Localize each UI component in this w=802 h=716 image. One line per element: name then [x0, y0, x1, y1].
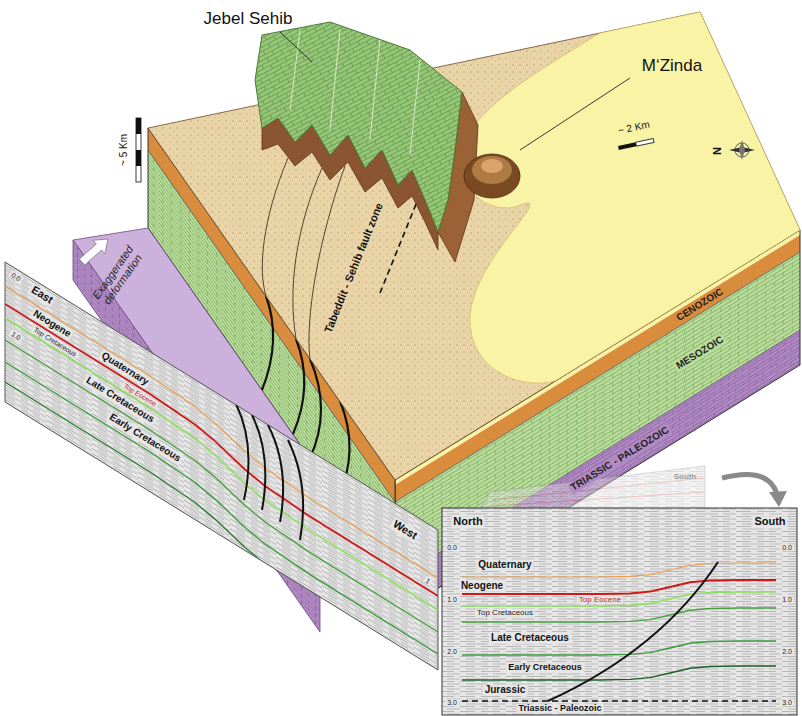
seismic-section-ew [5, 262, 438, 670]
fault-arc [310, 359, 321, 458]
horizon-label: Early Cretaceous [506, 663, 584, 672]
seismic-section-ew [5, 286, 438, 674]
direction-label: North [451, 516, 484, 528]
axis-tick: 0.0 [445, 544, 459, 551]
axis-tick: 0.0 [8, 270, 24, 283]
scale-bar [136, 118, 141, 182]
place-name: Jebel Sehib [204, 10, 293, 28]
north-label: N [712, 147, 724, 155]
top-surface [148, 12, 800, 480]
mountain [290, 30, 420, 155]
seismic-section-ns [548, 562, 718, 701]
seismic-section-ns [442, 508, 797, 715]
fault-arc [293, 339, 304, 434]
dome [481, 159, 503, 173]
dome [464, 154, 520, 198]
era-label: MESOZOIC [673, 333, 727, 372]
era-label: TRIASSIC - PALEOZOIC [567, 424, 672, 494]
seismic-section-ns [462, 592, 776, 606]
horizon-label: Triassic - Paleozoic [516, 704, 603, 713]
scale-bar [618, 142, 636, 150]
curved-arrow [769, 491, 787, 507]
curved-arrow [722, 474, 777, 494]
dome [472, 156, 512, 184]
top-surface [461, 12, 800, 383]
seismic-section-ew [5, 382, 438, 674]
seismic-section-ns [462, 608, 776, 622]
scale-label: ~ 2 Km [617, 120, 650, 137]
seismic-section-ew [288, 440, 303, 540]
scale-bar [136, 166, 141, 182]
fault-arc [262, 296, 273, 390]
horizon-label: Quaternary [476, 560, 533, 571]
scale-bar [618, 139, 654, 150]
direction-label: West [389, 517, 421, 543]
mountain [255, 22, 462, 232]
scale-bar [636, 139, 654, 147]
direction-label: South [752, 516, 787, 528]
axis-tick: 1 [423, 576, 434, 586]
horizon-label: Neogene [459, 581, 505, 592]
fault-zone-label: Tabeddit - Sehib fault zone [322, 199, 386, 336]
scale-bar [136, 150, 141, 166]
axis-tick: 3.0 [780, 699, 794, 706]
seismic-section-ew [5, 362, 438, 654]
leader-line [280, 32, 312, 62]
fault-trace [262, 158, 288, 296]
dome [464, 154, 520, 198]
place-name: M‘Zinda [642, 57, 702, 75]
seismic-section-ns [442, 508, 797, 715]
back-section [492, 478, 704, 506]
top-surface [148, 12, 800, 480]
scale-bar [136, 118, 654, 182]
seismic-section-ns [462, 700, 776, 701]
deformation-arrow [79, 239, 108, 265]
seismic-section-ew [5, 304, 438, 596]
seismic-section-ew [5, 318, 438, 610]
seismic-section-ew [5, 262, 438, 674]
horizon-label: Jurassic [483, 685, 528, 696]
era-label: CENOZOIC [673, 286, 727, 325]
seismic-section-ew [236, 404, 249, 500]
seismic-section-ew [5, 286, 438, 578]
horizon-label: Late Cretaceous [489, 633, 571, 644]
axis-tick: 1.0 [445, 596, 459, 603]
horizon-label: Top Cretaceous [475, 609, 535, 617]
scale-bar [136, 134, 141, 150]
deformation-note: Exaggerated deformation [87, 239, 149, 314]
leader-line [280, 32, 630, 150]
axis-tick: 1.0 [8, 329, 24, 342]
leader-line [520, 78, 630, 150]
axis-tick: 3.0 [445, 699, 459, 706]
seismic-section-ew [252, 415, 265, 510]
fault-trace [293, 168, 322, 339]
seismic-section-ew [236, 404, 303, 540]
direction-label: South [674, 473, 697, 481]
scale-label: ~ 5 Km [119, 134, 130, 166]
direction-label: East [27, 283, 56, 307]
compass [729, 140, 755, 160]
curved-arrow [722, 474, 787, 507]
compass [739, 140, 745, 160]
axis-tick: 0.0 [780, 544, 794, 551]
horizon-label: Top Eocene [577, 596, 623, 604]
scale-bar [136, 118, 141, 134]
axis-tick: 2.0 [445, 648, 459, 655]
seismic-section-ew [5, 340, 438, 632]
axis-tick: 2.0 [780, 648, 794, 655]
axis-tick: 1.0 [780, 596, 794, 603]
seismic-section-ew [268, 425, 283, 522]
